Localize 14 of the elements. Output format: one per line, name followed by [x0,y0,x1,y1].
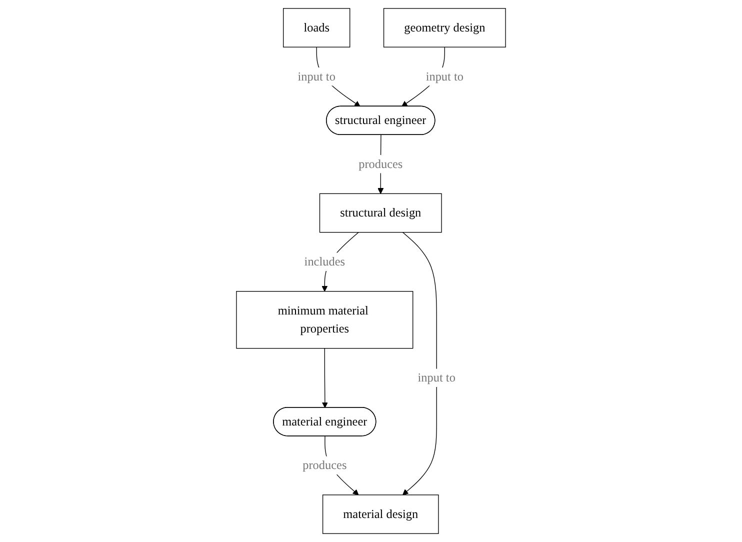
diagram: loads geometry design input to input to structural engineer produces structural design includes minimum material properties input to material engineer produces material design [3,3,739,539]
edge-label: produces [358,157,403,171]
node-box [319,193,442,233]
edge-label: includes [304,254,346,268]
arrow [322,348,328,408]
arrow [402,232,437,496]
node-box [383,8,506,48]
edge-label: input to [298,69,336,84]
node-box [283,8,350,48]
node-box [236,291,414,349]
edge-label: input to [418,370,456,384]
edge-label: produces [302,458,347,472]
edge-label: input to [426,69,464,84]
node-box [322,494,439,534]
